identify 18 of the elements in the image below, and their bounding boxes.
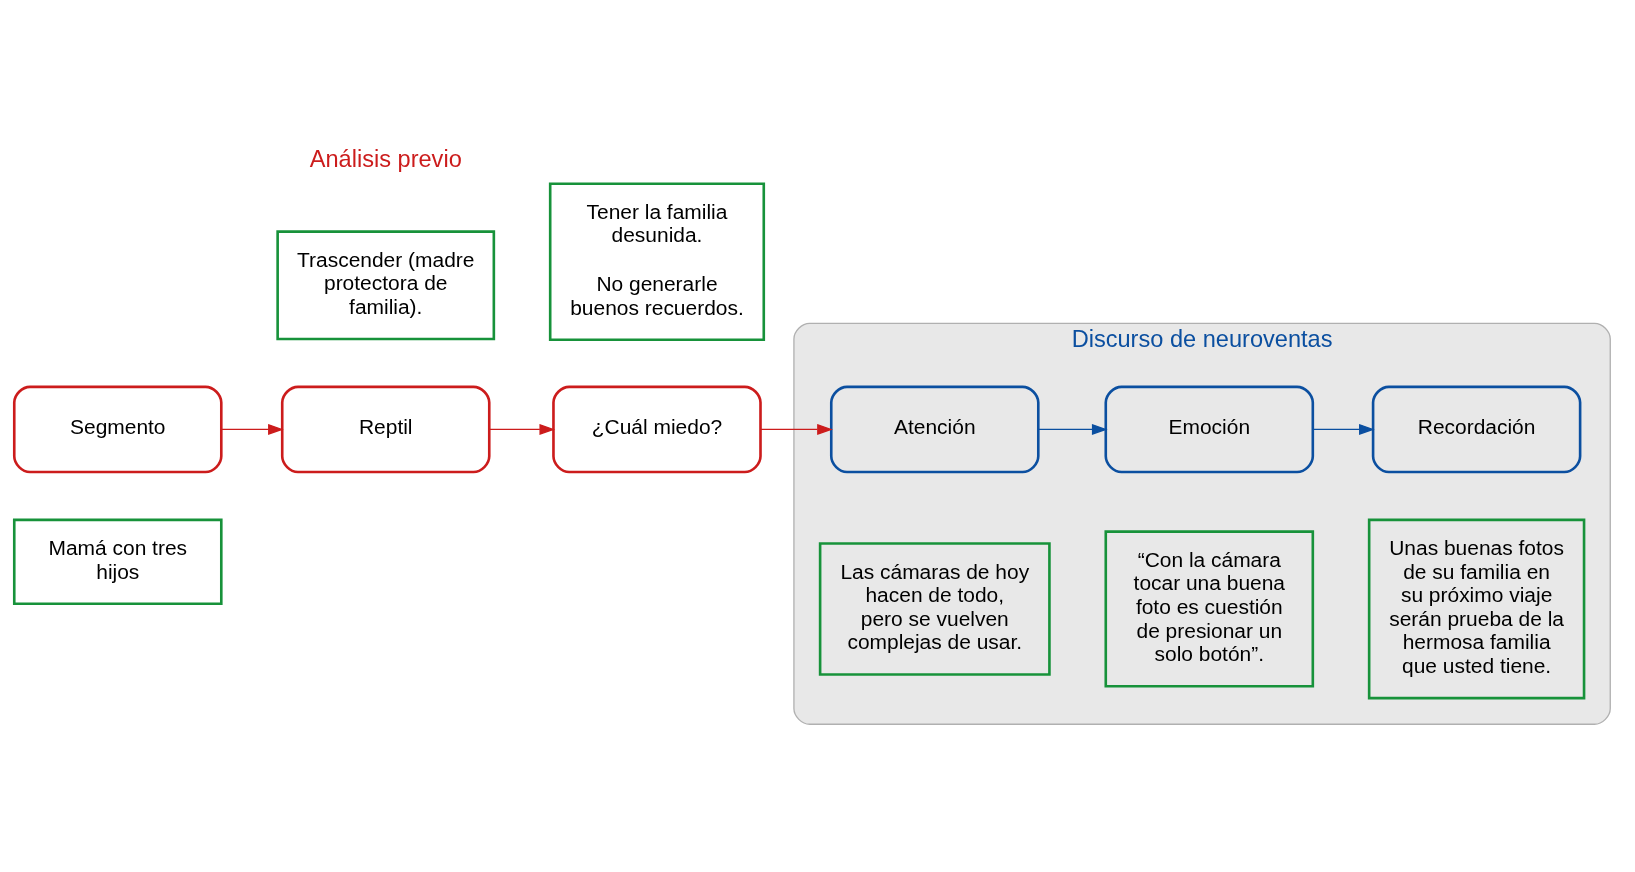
node-box: Recordación (1371, 385, 1582, 474)
node-box: Emoción (1104, 385, 1315, 474)
arrow (760, 423, 833, 435)
arrow (220, 423, 284, 435)
node-box: Unas buenas fotos de su familia en su próximo viaje serán prueba de la hermosa familia que usted tiene. (1367, 518, 1586, 700)
node-box: Atención (829, 385, 1040, 474)
label: Análisis previo (309, 145, 462, 172)
node-box: Mamá con tres hijos (12, 518, 223, 606)
arrow (1037, 423, 1108, 435)
node-box: Segmento (12, 385, 223, 474)
node-box: Reptil (280, 385, 491, 474)
node-box: Tener la familia desunida. No generarle buenos recuerdos. (548, 182, 766, 341)
node-box: Las cámaras de hoy hacen de todo, pero se vuelven complejas de usar. (818, 542, 1051, 676)
arrow (1312, 423, 1375, 435)
node-box: Trascender (madre protectora de familia). (276, 230, 496, 341)
arrow (488, 423, 556, 435)
node-box: “Con la cámara tocar una buena foto es cuestión de presionar un solo botón”. (1104, 530, 1315, 688)
node-box: ¿Cuál miedo? (552, 385, 762, 474)
